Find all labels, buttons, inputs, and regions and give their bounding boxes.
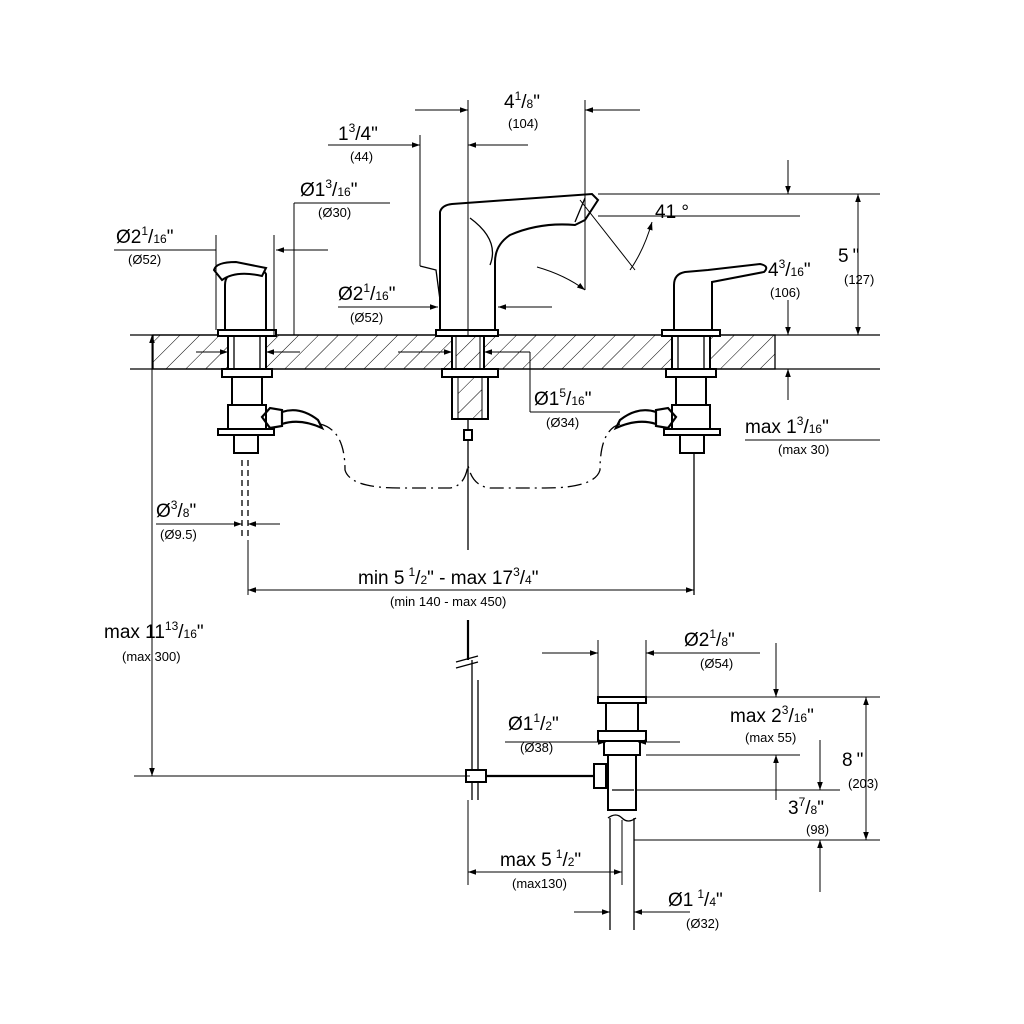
spout-reach-label: 41/8" <box>504 89 540 113</box>
handle-height-label: 43/16" <box>768 257 811 281</box>
drain-thickness-label: max 23/16" <box>730 703 814 727</box>
drain-assembly <box>455 620 647 930</box>
drain-body-dia-label: Ø11/2" <box>508 711 559 735</box>
lever-offset-label: 13/4" <box>338 121 378 145</box>
spout-base-dia-metric: (Ø52) <box>350 310 383 325</box>
lever-offset-metric: (44) <box>350 149 373 164</box>
spout-base-dia-label: Ø21/16" <box>338 281 395 305</box>
dimension-labels: 41/8" (104) 13/4" (44) Ø13/16" (Ø30) Ø21… <box>104 89 878 931</box>
drain-height-metric: (203) <box>848 776 878 791</box>
spout-height-metric: (127) <box>844 272 874 287</box>
spout-angle-label: 41 ° <box>655 202 689 223</box>
drain-body-dia-metric: (Ø38) <box>520 740 553 755</box>
handle-height-metric: (106) <box>770 285 800 300</box>
right-handle <box>613 262 768 454</box>
spout-reach-metric: (104) <box>508 116 538 131</box>
handle-dia-label: Ø21/16" <box>116 224 173 248</box>
hole-dia-label: Ø15/16" <box>534 386 591 410</box>
spout-height-label: 5" <box>838 246 859 267</box>
tail-dia-metric: (Ø32) <box>686 916 719 931</box>
spread-metric: (min 140 - max 450) <box>390 594 506 609</box>
dimension-lines <box>114 100 880 915</box>
drain-flange-dia-metric: (Ø54) <box>700 656 733 671</box>
drain-tail-metric: (98) <box>806 822 829 837</box>
pop-up-reach-metric: (max130) <box>512 876 567 891</box>
hole-dia-metric: (Ø34) <box>546 415 579 430</box>
supply-dia-metric: (Ø9.5) <box>160 527 197 542</box>
stem-dia-label: Ø13/16" <box>300 177 357 201</box>
drain-tail-label: 37/8" <box>788 795 824 819</box>
handle-dia-metric: (Ø52) <box>128 252 161 267</box>
left-handle <box>212 260 325 454</box>
overall-depth-label: max 1113/16" <box>104 619 204 643</box>
drain-thickness-metric: (max 55) <box>745 730 796 745</box>
deck-thickness-label: max 13/16" <box>745 414 829 438</box>
drain-flange-dia-label: Ø21/8" <box>684 627 735 651</box>
overall-depth-metric: (max 300) <box>122 649 181 664</box>
supply-hoses <box>241 423 695 595</box>
supply-dia-label: Ø3/8" <box>156 498 196 522</box>
drain-height-label: 8" <box>842 750 863 771</box>
deck-thickness-metric: (max 30) <box>778 442 829 457</box>
center-spout <box>419 192 600 550</box>
stem-dia-metric: (Ø30) <box>318 205 351 220</box>
